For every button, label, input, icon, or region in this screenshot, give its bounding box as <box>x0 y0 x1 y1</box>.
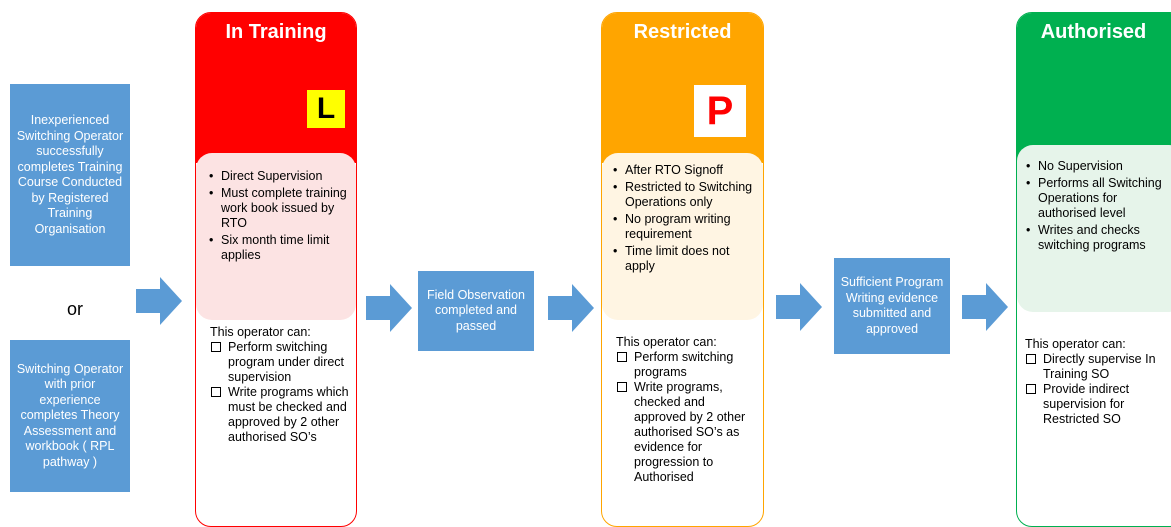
requirement-item: Six month time limit applies <box>208 233 350 263</box>
p-plate-icon: P <box>694 85 746 137</box>
checkbox-icon <box>1026 384 1036 394</box>
checkbox-icon <box>1026 354 1036 364</box>
field-observation-box: Field Observation completed and passed <box>418 271 534 351</box>
checkbox-icon <box>617 382 627 392</box>
capabilities-section: This operator can: Perform switching pro… <box>616 335 759 485</box>
checkbox-icon <box>211 342 221 352</box>
capabilities-heading: This operator can: <box>616 335 717 349</box>
capabilities-section: This operator can: Perform switching pro… <box>210 325 352 445</box>
requirement-item: Performs all Switching Operations for au… <box>1025 176 1171 221</box>
requirements-panel: Direct Supervision Must complete trainin… <box>196 153 356 320</box>
stage-in-training: In Training L Direct Supervision Must co… <box>195 12 357 527</box>
inexperienced-operator-box: Inexperienced Switching Operator success… <box>10 84 130 266</box>
arrow-right-icon <box>776 283 822 331</box>
stage-title: Restricted <box>633 21 732 43</box>
capability-item: Perform switching program under direct s… <box>210 340 352 385</box>
arrow-right-icon <box>366 284 412 332</box>
stage-header <box>196 13 356 163</box>
capabilities-section: This operator can: Directly supervise In… <box>1025 337 1171 427</box>
requirement-item: Writes and checks switching programs <box>1025 223 1171 253</box>
badge-letter: P <box>706 88 734 133</box>
stage-title: Authorised <box>1040 21 1147 43</box>
requirement-item: No program writing requirement <box>612 212 757 242</box>
stage-title: In Training <box>225 21 327 43</box>
capability-item: Directly supervise In Training SO <box>1025 352 1171 382</box>
capability-item: Write programs, checked and approved by … <box>616 380 759 485</box>
capability-item: Provide indirect supervision for Restric… <box>1025 382 1171 427</box>
l-plate-icon: L <box>307 90 345 128</box>
capability-item: Perform switching programs <box>616 350 759 380</box>
stage-header <box>1017 13 1171 163</box>
arrow-right-icon <box>136 277 182 325</box>
checkbox-icon <box>617 352 627 362</box>
requirements-panel: After RTO Signoff Restricted to Switchin… <box>602 153 763 320</box>
requirement-item: Direct Supervision <box>208 169 350 184</box>
requirement-item: After RTO Signoff <box>612 163 757 178</box>
requirement-item: Must complete training work book issued … <box>208 186 350 231</box>
stage-authorised: Authorised No Supervision Performs all S… <box>1016 12 1171 527</box>
checkbox-icon <box>211 387 221 397</box>
arrow-right-icon <box>548 284 594 332</box>
stage-restricted: Restricted P After RTO Signoff Restricte… <box>601 12 764 527</box>
program-writing-evidence-box: Sufficient Program Writing evidence subm… <box>834 258 950 354</box>
requirements-panel: No Supervision Performs all Switching Op… <box>1017 145 1171 312</box>
experienced-operator-box: Switching Operator with prior experience… <box>10 340 130 492</box>
requirement-item: Restricted to Switching Operations only <box>612 180 757 210</box>
or-label: or <box>66 299 83 319</box>
capabilities-heading: This operator can: <box>210 325 311 339</box>
arrow-right-icon <box>962 283 1008 331</box>
requirement-item: No Supervision <box>1025 159 1171 174</box>
capabilities-heading: This operator can: <box>1025 337 1126 351</box>
badge-letter: L <box>316 92 336 125</box>
capability-item: Write programs which must be checked and… <box>210 385 352 445</box>
requirement-item: Time limit does not apply <box>612 244 757 274</box>
